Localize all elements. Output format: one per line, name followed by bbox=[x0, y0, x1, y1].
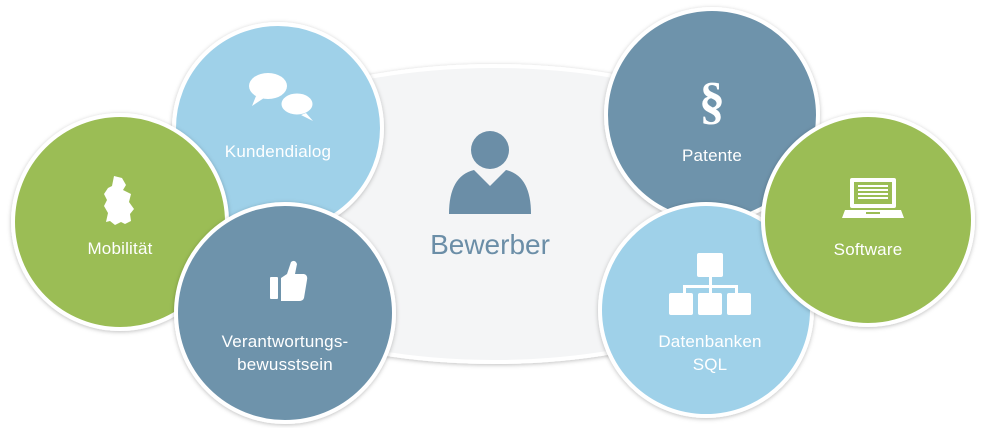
laptop-icon bbox=[842, 178, 904, 218]
paragraph-icon: § bbox=[699, 73, 725, 130]
verantwortung-label: Verantwortungs- bewusstsein bbox=[195, 330, 375, 376]
verantwortung-label-line2: bewusstsein bbox=[237, 355, 333, 374]
verantwortung-label-line1: Verantwortungs- bbox=[221, 332, 349, 351]
datenbanken-label-line1: Datenbanken bbox=[658, 332, 762, 351]
datenbanken-label: Datenbanken SQL bbox=[630, 330, 790, 376]
center-label: Bewerber bbox=[430, 229, 550, 260]
verantwortung-circle bbox=[174, 202, 396, 424]
person-icon bbox=[449, 131, 531, 214]
speech-bubbles-icon bbox=[249, 73, 316, 121]
germany-map-icon bbox=[104, 176, 134, 225]
patente-label: Patente bbox=[681, 146, 742, 165]
datenbanken-label-line2: SQL bbox=[692, 355, 728, 374]
mobilitaet-label: Mobilität bbox=[87, 239, 153, 258]
software-label: Software bbox=[833, 240, 903, 259]
software-circle bbox=[761, 113, 975, 327]
thumbs-up-icon bbox=[270, 260, 308, 301]
hierarchy-icon bbox=[669, 253, 751, 315]
kundendialog-label: Kundendialog bbox=[224, 142, 332, 161]
